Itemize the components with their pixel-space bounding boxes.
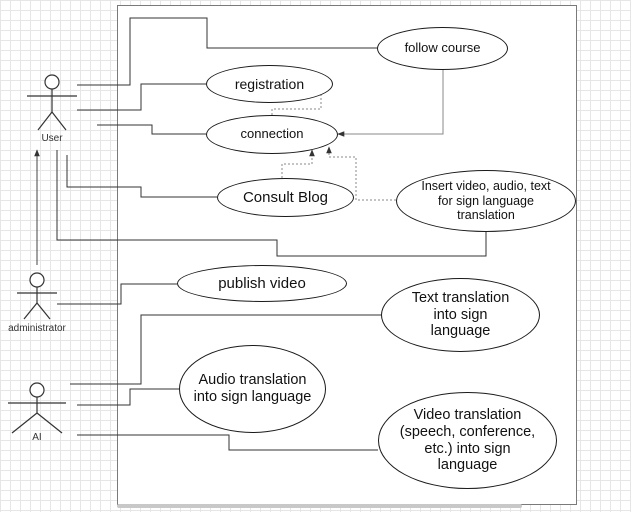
use-case-insert-video-label: Insert video, audio, text for sign langu… — [421, 179, 551, 223]
actor-label-user: User — [41, 133, 63, 144]
user-insert-video-link — [56, 150, 487, 257]
use-case-video-translation-label: Video translation (speech, conference, e… — [399, 407, 536, 474]
use-case-video-translation[interactable]: Video translation (speech, conference, e… — [378, 392, 557, 489]
use-case-publish-video-label: publish video — [218, 274, 306, 292]
consult-blog-to-connection-dependency — [281, 149, 315, 178]
actor-label-administrator: administrator — [8, 323, 66, 334]
ai-video-translation-link — [77, 434, 378, 451]
insert-video-to-connection-dependency — [326, 146, 396, 201]
use-case-consult-blog-label: Consult Blog — [242, 188, 329, 206]
ai-actor-figure[interactable] — [8, 382, 66, 434]
user-follow-course-link — [77, 17, 377, 86]
use-case-publish-video[interactable]: publish video — [177, 265, 347, 302]
use-case-audio-translation[interactable]: Audio translation into sign language — [179, 345, 326, 433]
administrator-actor-figure[interactable] — [17, 272, 57, 320]
user-registration-link — [77, 83, 206, 111]
user-connection-link — [97, 124, 206, 135]
ai-text-translation-link — [70, 314, 381, 385]
use-case-registration-label: registration — [234, 75, 305, 92]
use-case-text-translation-label: Text translation into sign language — [411, 289, 510, 340]
use-case-follow-course-label: follow course — [404, 40, 481, 56]
horizontal-scrollbar[interactable] — [117, 504, 522, 508]
use-case-consult-blog[interactable]: Consult Blog — [217, 178, 354, 217]
actor-label-ai: AI — [32, 432, 42, 443]
use-case-connection-label: connection — [240, 126, 304, 142]
follow-course-to-connection-dependency — [337, 70, 444, 137]
admin-publish-video-link — [57, 283, 177, 305]
use-case-follow-course[interactable]: follow course — [377, 27, 508, 70]
user-consult-blog-link — [66, 155, 217, 198]
use-case-registration[interactable]: registration — [206, 65, 333, 103]
use-case-text-translation[interactable]: Text translation into sign language — [381, 278, 540, 352]
use-case-insert-video[interactable]: Insert video, audio, text for sign langu… — [396, 170, 576, 232]
ai-audio-translation-link — [77, 388, 179, 406]
use-case-connection[interactable]: connection — [206, 115, 338, 154]
use-case-audio-translation-label: Audio translation into sign language — [193, 372, 312, 405]
user-actor-figure[interactable] — [27, 74, 77, 131]
